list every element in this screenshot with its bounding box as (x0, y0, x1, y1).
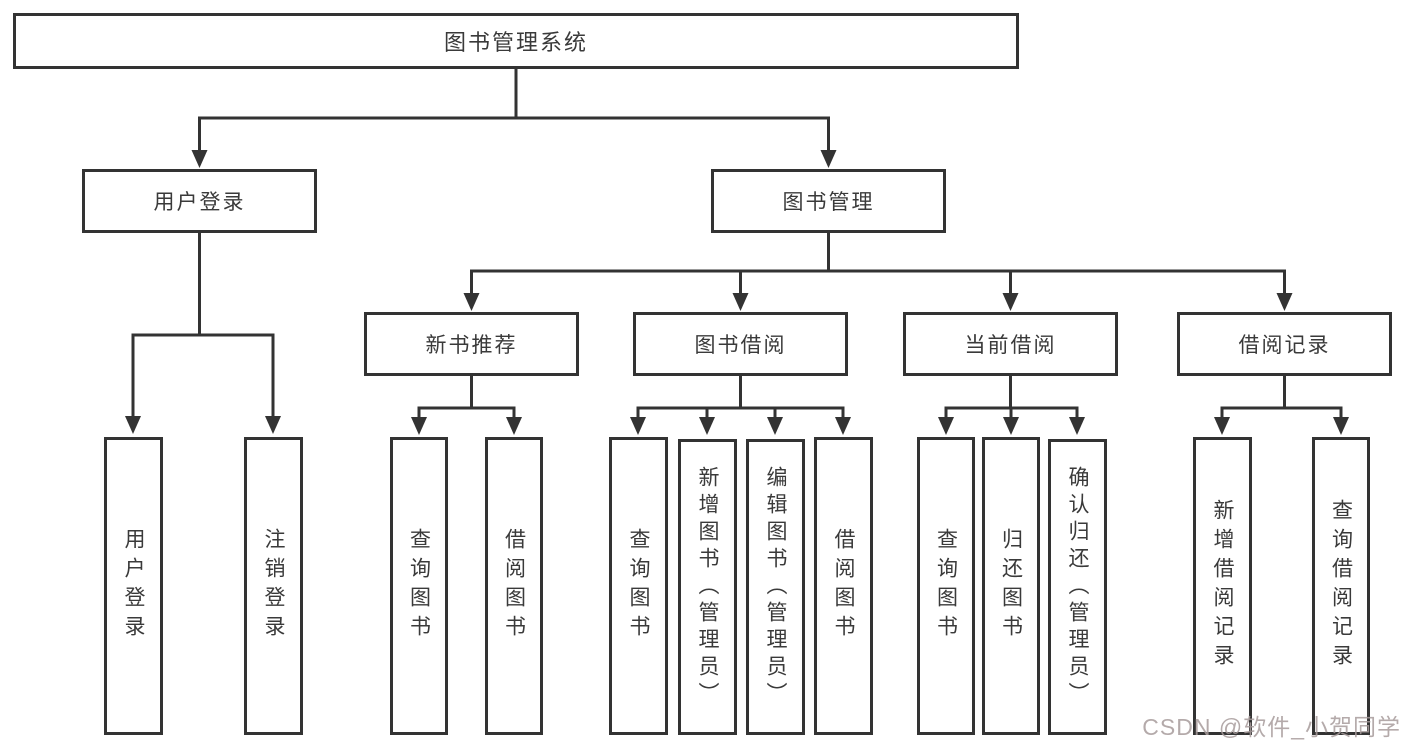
leaf-cb-confirm-return-label: 确认归还（管理员） (1066, 465, 1089, 709)
leaf-nb-query-books-label: 查询图书 (407, 528, 431, 644)
node-book-management: 图书管理 (711, 169, 946, 233)
leaf-br-query-record-label: 查询借阅记录 (1329, 499, 1353, 673)
leaf-bb-borrow-books-label: 借阅图书 (832, 528, 855, 644)
leaf-bb-edit-books: 编辑图书（管理员） (746, 439, 805, 735)
node-new-book-recommend-label: 新书推荐 (425, 334, 518, 357)
leaf-nb-query-books: 查询图书 (390, 437, 448, 735)
leaf-br-add-record: 新增借阅记录 (1193, 437, 1252, 735)
leaf-bb-add-books-label: 新增图书（管理员） (696, 465, 719, 709)
node-new-book-recommend: 新书推荐 (364, 312, 579, 376)
leaf-user-login-label: 用户登录 (122, 528, 145, 644)
leaf-br-add-record-label: 新增借阅记录 (1211, 499, 1234, 673)
leaf-cb-query-books: 查询图书 (917, 437, 975, 735)
leaf-cb-return-books: 归还图书 (982, 437, 1040, 735)
leaf-br-query-record: 查询借阅记录 (1312, 437, 1370, 735)
csdn-watermark: CSDN @软件_小贺同学 (1142, 714, 1401, 740)
node-root-label: 图书管理系统 (443, 30, 588, 55)
leaf-bb-borrow-books: 借阅图书 (814, 437, 873, 735)
node-book-borrow: 图书借阅 (633, 312, 848, 376)
leaf-user-login: 用户登录 (104, 437, 163, 735)
node-book-borrow-label: 图书借阅 (694, 334, 787, 357)
node-user-login-label: 用户登录 (153, 191, 246, 214)
node-borrow-records-label: 借阅记录 (1238, 334, 1331, 357)
leaf-nb-borrow-books-label: 借阅图书 (502, 528, 526, 644)
leaf-cb-confirm-return: 确认归还（管理员） (1048, 439, 1107, 735)
leaf-cb-query-books-label: 查询图书 (934, 528, 958, 644)
leaf-nb-borrow-books: 借阅图书 (485, 437, 543, 735)
node-current-borrow: 当前借阅 (903, 312, 1118, 376)
leaf-logout-label: 注销登录 (262, 528, 285, 644)
node-user-login: 用户登录 (82, 169, 317, 233)
node-book-management-label: 图书管理 (782, 191, 875, 214)
leaf-bb-query-books-label: 查询图书 (627, 528, 650, 644)
leaf-logout: 注销登录 (244, 437, 303, 735)
leaf-bb-add-books: 新增图书（管理员） (678, 439, 737, 735)
leaf-bb-edit-books-label: 编辑图书（管理员） (764, 465, 787, 709)
leaf-bb-query-books: 查询图书 (609, 437, 668, 735)
leaf-cb-return-books-label: 归还图书 (999, 528, 1023, 644)
node-current-borrow-label: 当前借阅 (964, 334, 1057, 357)
node-root: 图书管理系统 (13, 13, 1019, 69)
node-borrow-records: 借阅记录 (1177, 312, 1392, 376)
